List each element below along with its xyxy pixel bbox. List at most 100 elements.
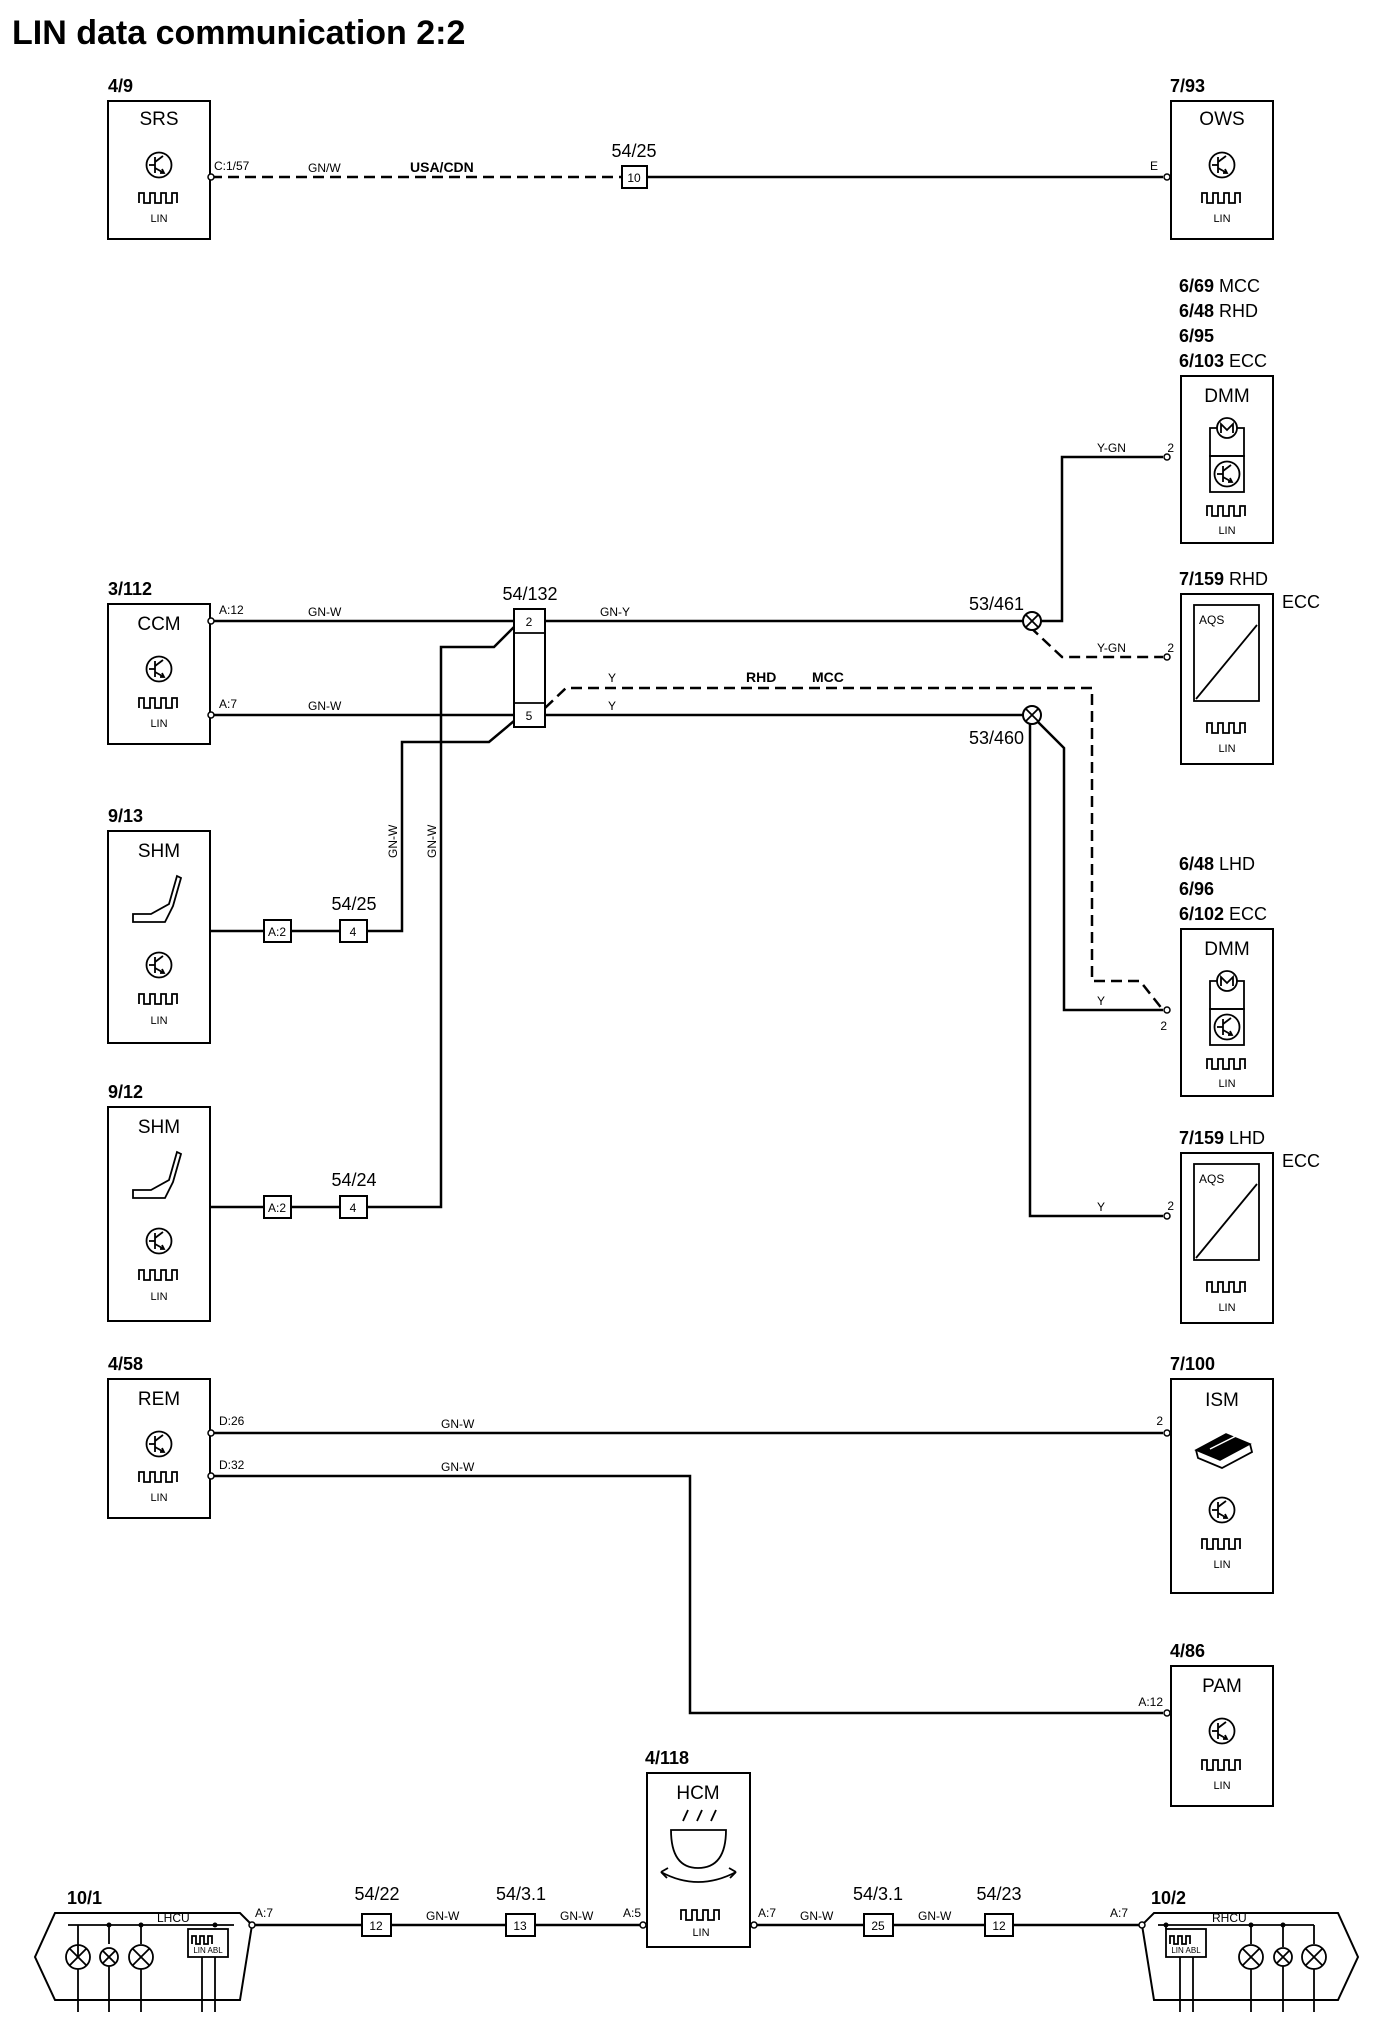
module-box — [107, 830, 211, 1044]
connector-pin: A:2 — [268, 1201, 286, 1215]
module-shm-2: 9/12 SHM LIN — [107, 1082, 211, 1322]
pin-label: A:7 — [255, 1906, 273, 1920]
module-ref: 6/48 RHD — [1179, 301, 1258, 321]
ref-bold: 6/103 — [1179, 351, 1224, 371]
wire-label: GN/W — [308, 161, 341, 175]
lin-label: LIN — [1213, 213, 1230, 225]
splice-icon — [1022, 705, 1042, 725]
connector-pin: A:2 — [268, 925, 286, 939]
connector-label: 54/3.1 — [853, 1884, 903, 1904]
module-ref: 6/48 LHD — [1179, 854, 1255, 874]
wire-label: GN-Y — [600, 605, 630, 619]
connectors: 54/25 10 54/132 2 5 A:2 54/25 4 A:2 54/2… — [263, 141, 1022, 1937]
wire-aqs-lhd — [1028, 721, 1163, 1218]
module-box — [33, 1912, 254, 2001]
ref-normal: RHD — [1214, 301, 1258, 321]
module-ref: 4/118 — [645, 1748, 689, 1768]
module-box — [107, 100, 211, 240]
module-name: DMM — [1204, 939, 1249, 960]
headlamp-icon — [660, 1809, 737, 1883]
module-name: LHCU — [157, 1911, 190, 1925]
connector-box — [984, 1913, 1014, 1937]
ref-normal: MCC — [1214, 276, 1260, 296]
module-rem: 4/58 REM LIN D:26 D:32 — [107, 1354, 245, 1519]
pin-label: 2 — [1167, 641, 1174, 655]
diagram-title: LIN data communication 2:2 — [12, 14, 465, 52]
wire-aqs-rhd — [1029, 626, 1163, 659]
module-lhcu: 10/1 LHCU LIN ABL A:7 — [33, 1888, 273, 2012]
pin-label: A:12 — [1138, 1695, 1163, 1709]
lin-abl-block — [1165, 1928, 1207, 1958]
wire-shm2-c — [367, 626, 515, 1209]
connector-pin: 12 — [369, 1919, 383, 1933]
junction-dots — [106, 1922, 1286, 1928]
pin-label: 2 — [1167, 441, 1174, 455]
module-name: DMM — [1204, 386, 1249, 407]
connector-pin: 25 — [871, 1919, 885, 1933]
module-dmm-top: 6/69 MCC 6/48 RHD 6/95 6/103 ECC DMM LIN… — [1163, 276, 1274, 544]
motor-icon — [1209, 970, 1245, 1046]
module-ccm: 3/112 CCM LIN A:12 A:7 — [107, 579, 244, 745]
connector-pin: 5 — [526, 709, 533, 723]
splice-icon — [1022, 611, 1042, 631]
connector-label: 54/22 — [354, 1884, 399, 1904]
connector-box — [361, 1913, 392, 1937]
connector-box — [621, 165, 648, 189]
module-side-label: ECC — [1282, 1151, 1320, 1171]
wire-label: Y — [1097, 1200, 1105, 1214]
ref-bold: 7/159 — [1179, 569, 1224, 589]
module-ref: 6/103 ECC — [1179, 351, 1267, 371]
wire-label: GN-W — [441, 1417, 475, 1431]
connector-pin: 4 — [350, 1201, 357, 1215]
market-label-mcc: MCC — [812, 669, 844, 685]
module-hcm: 4/118 HCM LIN A:5 A:7 — [623, 1748, 776, 1948]
wire-label: Y-GN — [1097, 441, 1126, 455]
wire-dmm-bottom — [1036, 720, 1163, 1012]
wire-y-dashed — [544, 686, 1164, 1011]
connector-box — [863, 1913, 894, 1937]
wire-label: GN-W — [800, 1909, 834, 1923]
pin-label: D:26 — [219, 1414, 245, 1428]
connector-pin: 2 — [526, 615, 533, 629]
module-ref: 9/12 — [108, 1082, 143, 1102]
aqs-label: AQS — [1199, 613, 1224, 627]
module-ows: 7/93 OWS LIN E — [1150, 76, 1274, 240]
pin-label: D:32 — [219, 1458, 245, 1472]
wire-dmm-top — [1032, 455, 1163, 623]
market-label-rhd: RHD — [746, 669, 776, 685]
connector-box — [263, 919, 292, 943]
ref-normal: LHD — [1224, 1128, 1265, 1148]
module-ref: 10/1 — [67, 1888, 102, 1908]
wire-labels: GN/W USA/CDN GN-W GN-W GN-Y Y-GN Y-GN Y … — [308, 159, 1126, 1923]
module-aqs-rhd: 7/159 RHD ECC AQS LIN 2 — [1163, 569, 1320, 765]
motor-icon — [1209, 417, 1245, 493]
module-name: SHM — [138, 841, 180, 862]
module-box — [1170, 1378, 1274, 1594]
connector-pin: 10 — [627, 171, 641, 185]
module-ref: 7/93 — [1170, 76, 1205, 96]
connector-label: 54/24 — [331, 1170, 376, 1190]
pin-label: A:7 — [1110, 1906, 1128, 1920]
aqs-label: AQS — [1199, 1172, 1224, 1186]
wire-label: GN-W — [308, 605, 342, 619]
module-box — [1170, 100, 1274, 240]
module-name: RHCU — [1212, 1911, 1247, 1925]
lin-label: LIN — [150, 1492, 167, 1504]
module-name: REM — [138, 1389, 180, 1410]
module-box — [1180, 1152, 1274, 1324]
wires — [211, 175, 1164, 1927]
pin-label: A:7 — [219, 697, 237, 711]
lin-label: LIN — [1218, 525, 1235, 537]
connector-box — [505, 1913, 536, 1937]
connector-box — [263, 1195, 292, 1219]
module-name: CCM — [137, 614, 180, 635]
module-ref: 9/13 — [108, 806, 143, 826]
module-ref: 6/102 ECC — [1179, 904, 1267, 924]
module-side-label: ECC — [1282, 592, 1320, 612]
module-name: SRS — [139, 109, 178, 130]
module-rhcu: 10/2 RHCU LIN ABL A:7 — [1110, 1888, 1360, 2012]
splices: 53/461 53/460 — [969, 594, 1042, 748]
module-name: HCM — [676, 1783, 719, 1804]
module-ref: 4/58 — [108, 1354, 143, 1374]
connector-box — [339, 1195, 368, 1219]
